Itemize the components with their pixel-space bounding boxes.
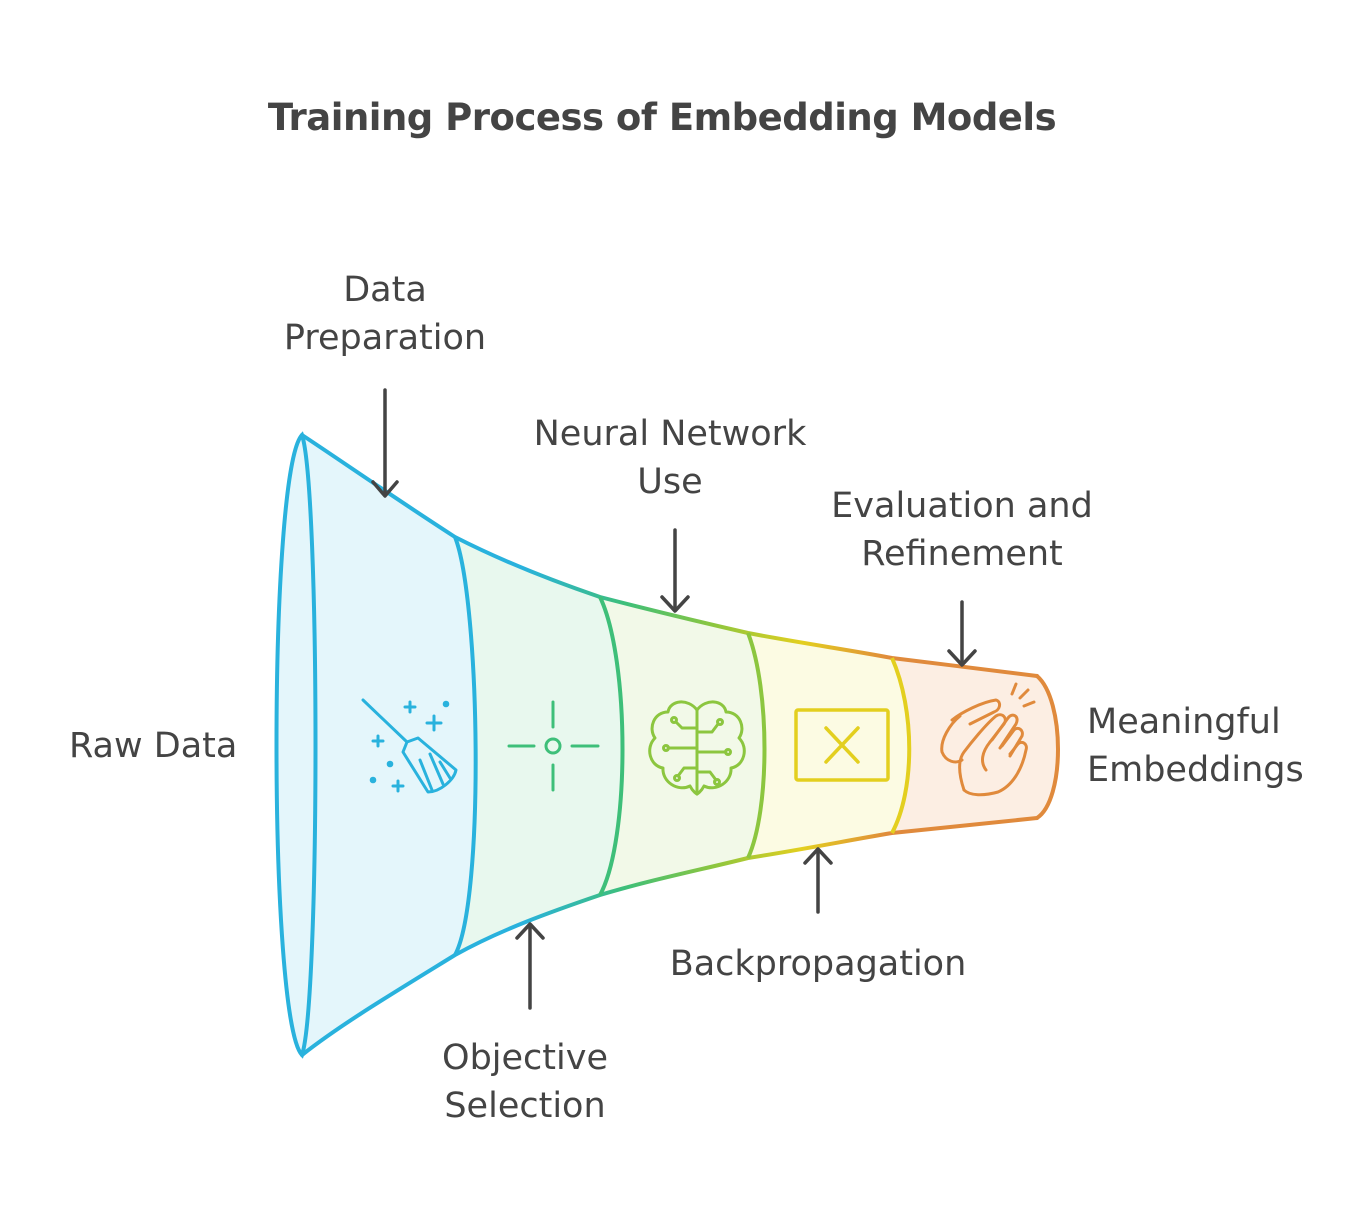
funnel-segments: [276, 435, 1058, 1055]
arrow-evaluation: [947, 600, 977, 667]
segment-evaluation: [892, 658, 1058, 833]
funnel-top-edge: [300, 433, 1039, 678]
stage-label-line: Neural Network: [533, 414, 807, 454]
stage-label-backpropagation: Backpropagation: [658, 940, 978, 988]
input-label: Raw Data: [69, 726, 238, 766]
x-box-icon: [794, 708, 890, 782]
divider-1: [453, 536, 478, 956]
arrow-backpropagation: [803, 847, 833, 914]
broom-sparkle-icon: [361, 698, 458, 794]
divider-3: [746, 632, 767, 859]
stage-label-line: Preparation: [283, 318, 487, 358]
funnel-mouth-fill: [276, 435, 316, 1055]
output-label-line-1: Meaningful: [1087, 702, 1281, 742]
brain-circuit-icon: [648, 700, 746, 796]
crosshair-target-icon: [507, 700, 600, 792]
stage-label-data-preparation: Data Preparation: [270, 266, 500, 362]
stage-label-line: Data: [343, 270, 427, 310]
segment-objective-selection: [455, 537, 623, 955]
stage-arrows: [371, 388, 977, 1010]
divider-2: [598, 596, 625, 896]
stage-label-line: Use: [637, 462, 703, 502]
stage-label-line: Selection: [444, 1086, 606, 1126]
segment-backpropagation: [748, 633, 910, 858]
funnel-mouth: [274, 431, 318, 1059]
clapping-hands-icon: [940, 682, 1036, 797]
stage-label-line: Evaluation and: [831, 486, 1093, 526]
funnel-outline: [274, 431, 1060, 1059]
page-title: Training Process of Embedding Models: [267, 96, 1057, 139]
arrow-data-preparation: [371, 388, 399, 498]
segment-dividers: [453, 536, 912, 956]
output-label-line-2: Embeddings: [1087, 750, 1304, 790]
output-label: Meaningful Embeddings: [1087, 698, 1304, 794]
funnel-tip: [1035, 674, 1060, 820]
divider-4: [890, 657, 912, 834]
stage-label-objective-selection: Objective Selection: [410, 1034, 640, 1130]
funnel-bottom-edge: [300, 816, 1039, 1057]
stage-label-neural-network: Neural Network Use: [520, 410, 820, 506]
arrow-objective-selection: [515, 922, 545, 1010]
stage-label-line: Refinement: [861, 534, 1063, 574]
segment-neural-network: [600, 597, 765, 895]
arrow-neural-network: [660, 528, 690, 613]
segment-data-preparation: [302, 435, 476, 1055]
stage-label-line: Objective: [442, 1038, 608, 1078]
stage-label-line: Backpropagation: [669, 944, 967, 984]
stage-label-evaluation: Evaluation and Refinement: [812, 482, 1112, 578]
